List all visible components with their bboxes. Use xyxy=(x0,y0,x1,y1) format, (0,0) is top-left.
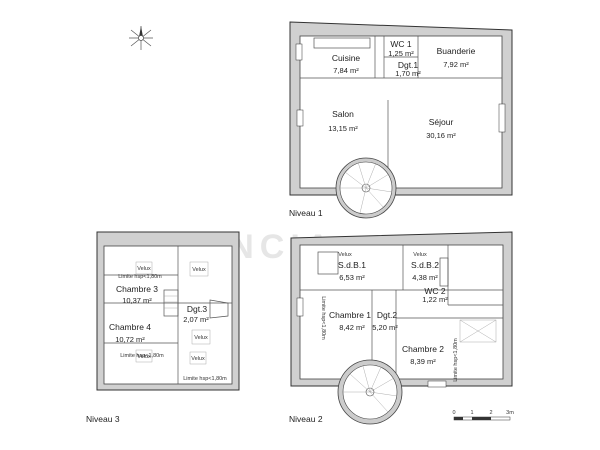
level-1-label: Niveau 1 xyxy=(289,208,323,218)
room-name-sdb2: S.d.B.2 xyxy=(411,260,439,270)
scale-tick-1: 1 xyxy=(470,410,473,416)
room-name-wc2: WC 2 xyxy=(424,286,446,296)
scale-tick-3: 3m xyxy=(506,410,514,416)
velux-label-n3-3: Velux xyxy=(194,335,208,341)
room-area-salon: 13,15 m² xyxy=(328,124,358,133)
room-name-chambre3: Chambre 3 xyxy=(116,284,158,294)
velux-label-n3-1: Velux xyxy=(137,266,151,272)
room-area-chambre2: 8,39 m² xyxy=(410,357,436,366)
room-area-chambre3: 10,37 m² xyxy=(122,296,152,305)
room-area-dgt2: 5,20 m² xyxy=(372,323,398,332)
room-name-chambre4: Chambre 4 xyxy=(109,322,151,332)
scale-bar xyxy=(453,416,511,421)
limite-label-n3-mid: Limite hsp<1,80m xyxy=(120,353,164,359)
limite-label-n3-bottom: Limite hsp<1,80m xyxy=(183,376,227,382)
velux-label-n3-2: Velux xyxy=(192,267,206,273)
room-name-dgt2: Dgt.2 xyxy=(377,310,398,320)
level-3-plan xyxy=(96,231,240,391)
room-area-dgt3: 2,07 m² xyxy=(183,315,209,324)
room-name-sdb1: S.d.B.1 xyxy=(338,260,366,270)
velux-label-n3-4: Velux xyxy=(191,356,205,362)
room-area-wc1: 1,25 m² xyxy=(388,49,414,58)
room-area-chambre1: 8,42 m² xyxy=(339,323,365,332)
limite-label-n2-left: Limite hsp<1,80m xyxy=(320,296,326,340)
room-name-wc1: WC 1 xyxy=(390,39,412,49)
room-name-dgt3: Dgt.3 xyxy=(187,304,208,314)
room-name-chambre2: Chambre 2 xyxy=(402,344,444,354)
room-name-buanderie: Buanderie xyxy=(437,46,476,56)
room-area-sdb1: 6,53 m² xyxy=(339,273,365,282)
room-area-chambre4: 10,72 m² xyxy=(115,335,145,344)
velux-label-n3-5: Velux xyxy=(137,354,151,360)
level-2-label: Niveau 2 xyxy=(289,414,323,424)
compass-icon xyxy=(129,26,153,50)
room-area-cuisine: 7,84 m² xyxy=(333,66,359,75)
room-area-wc2: 1,22 m² xyxy=(422,295,448,304)
room-area-sejour: 30,16 m² xyxy=(426,131,456,140)
room-name-sejour: Séjour xyxy=(429,117,454,127)
scale-tick-2: 2 xyxy=(489,410,492,416)
room-area-dgt1: 1,70 m² xyxy=(395,69,421,78)
level-2-plan xyxy=(290,231,513,425)
room-name-dgt1: Dgt.1 xyxy=(398,60,419,70)
velux-label-n2-2: Velux xyxy=(413,252,427,258)
level-1-plan xyxy=(289,21,513,219)
room-name-cuisine: Cuisine xyxy=(332,53,361,63)
room-area-buanderie: 7,92 m² xyxy=(443,60,469,69)
limite-label-n2-right: Limite hsp<1,80m xyxy=(453,338,459,382)
level-3-label: Niveau 3 xyxy=(86,414,120,424)
room-name-salon: Salon xyxy=(332,109,354,119)
scale-tick-0: 0 xyxy=(452,410,455,416)
room-name-chambre1: Chambre 1 xyxy=(329,310,371,320)
room-area-sdb2: 4,38 m² xyxy=(412,273,438,282)
limite-label-n3-top: Limite hsp<1,80m xyxy=(118,274,162,280)
velux-label-n2-1: Velux xyxy=(338,252,352,258)
